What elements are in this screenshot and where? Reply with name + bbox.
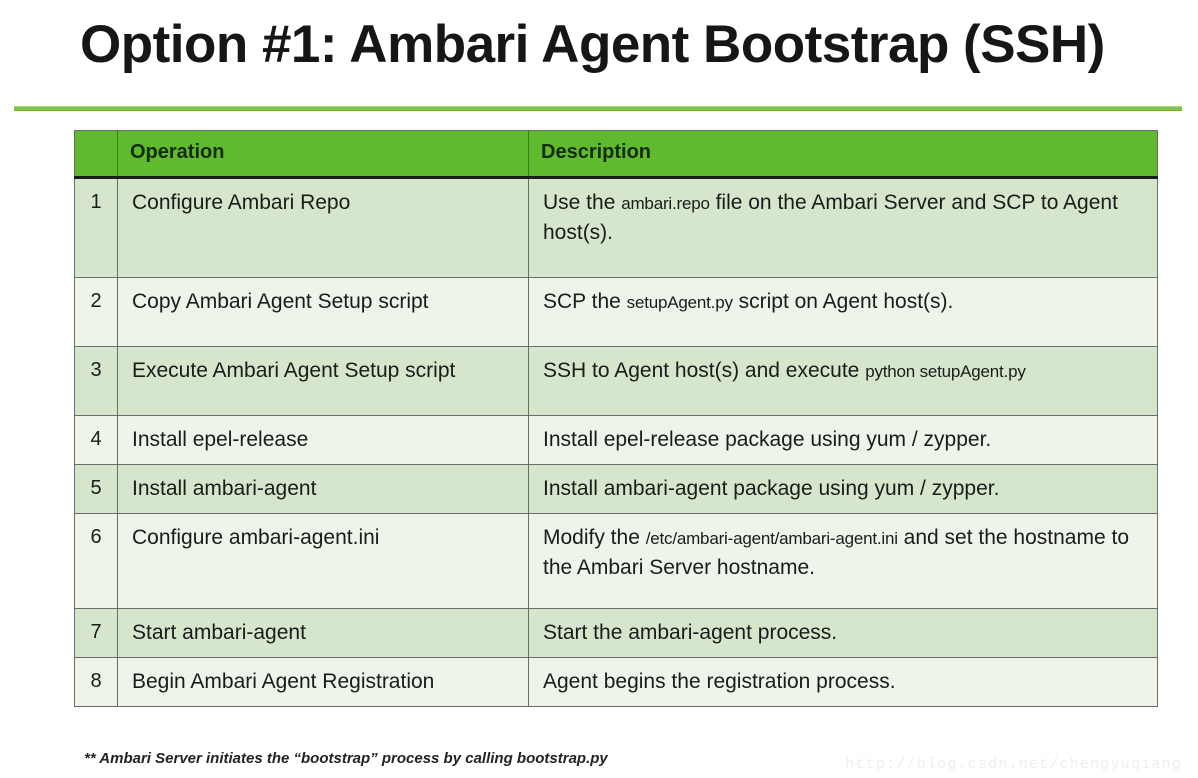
row-description: SCP the setupAgent.py script on Agent ho… [528,277,1158,347]
table-row: 7 Start ambari-agent Start the ambari-ag… [74,608,1158,658]
operations-table: Operation Description 1 Configure Ambari… [74,130,1158,707]
row-number: 3 [74,346,118,416]
table-row: 5 Install ambari-agent Install ambari-ag… [74,464,1158,514]
table-row: 3 Execute Ambari Agent Setup script SSH … [74,346,1158,416]
desc-text-pre: Use the [543,191,622,214]
desc-text-pre: Install epel-release package using yum /… [543,428,992,451]
row-description: SSH to Agent host(s) and execute python … [528,346,1158,416]
row-description: Modify the /etc/ambari-agent/ambari-agen… [528,513,1158,609]
table-row: 2 Copy Ambari Agent Setup script SCP the… [74,277,1158,347]
column-header-operation: Operation [117,130,529,179]
row-description: Install ambari-agent package using yum /… [528,464,1158,514]
row-operation: Configure Ambari Repo [117,177,529,278]
row-description: Start the ambari-agent process. [528,608,1158,658]
table-header-row: Operation Description [74,130,1158,179]
desc-text-pre: SSH to Agent host(s) and execute [543,359,866,382]
desc-text-post: and set the hostname to the Ambari Serve… [543,526,1129,579]
row-operation: Begin Ambari Agent Registration [117,657,529,707]
operations-table-container: Operation Description 1 Configure Ambari… [74,130,1158,707]
row-operation: Start ambari-agent [117,608,529,658]
table-row: 1 Configure Ambari Repo Use the ambari.r… [74,177,1158,278]
column-header-description: Description [528,130,1158,179]
row-number: 2 [74,277,118,347]
table-row: 6 Configure ambari-agent.ini Modify the … [74,513,1158,609]
column-header-number [74,130,118,179]
desc-text-pre: Start the ambari-agent process. [543,621,838,644]
row-number: 8 [74,657,118,707]
desc-text-post: script on Agent host(s). [732,290,954,313]
title-divider-rule [14,106,1182,111]
watermark-url: http://blog.csdn.net/chengyuqiang [845,756,1182,773]
desc-text-pre: SCP the [543,290,627,313]
table-row: 8 Begin Ambari Agent Registration Agent … [74,657,1158,707]
table-body: 1 Configure Ambari Repo Use the ambari.r… [74,177,1158,707]
row-description: Agent begins the registration process. [528,657,1158,707]
row-number: 1 [74,177,118,278]
desc-text-post: file on the Ambari Server and SCP to Age… [543,191,1118,244]
table-header: Operation Description [74,130,1158,179]
desc-text-pre: Modify the [543,526,646,549]
table-row: 4 Install epel-release Install epel-rele… [74,415,1158,465]
desc-code: python setupAgent.py [865,362,1026,381]
footnote-text: ** Ambari Server initiates the “bootstra… [84,750,608,767]
row-number: 5 [74,464,118,514]
desc-code: ambari.repo [621,194,710,213]
row-number: 4 [74,415,118,465]
page-title: Option #1: Ambari Agent Bootstrap (SSH) [80,15,1105,74]
row-operation: Copy Ambari Agent Setup script [117,277,529,347]
row-operation: Execute Ambari Agent Setup script [117,346,529,416]
row-operation: Configure ambari-agent.ini [117,513,529,609]
desc-code: setupAgent.py [626,293,733,312]
row-number: 6 [74,513,118,609]
desc-text-pre: Agent begins the registration process. [543,670,896,693]
row-description: Use the ambari.repo file on the Ambari S… [528,177,1158,278]
row-operation: Install ambari-agent [117,464,529,514]
row-description: Install epel-release package using yum /… [528,415,1158,465]
desc-code: /etc/ambari-agent/ambari-agent.ini [645,529,898,548]
row-operation: Install epel-release [117,415,529,465]
desc-text-pre: Install ambari-agent package using yum /… [543,477,1000,500]
row-number: 7 [74,608,118,658]
